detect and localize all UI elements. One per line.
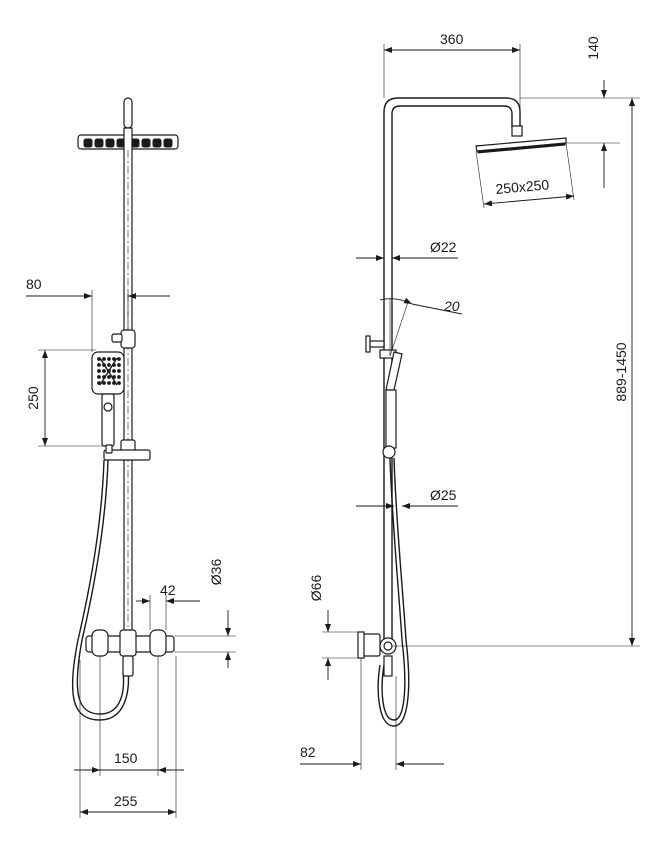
dim-side-head-height: 140	[585, 36, 601, 60]
front-mixer-right-knob	[149, 629, 167, 657]
front-bracket-hook	[105, 444, 113, 454]
dim-front-inlet-diameter: Ø36	[208, 559, 224, 586]
front-hand-shower-button	[103, 402, 113, 412]
side-holder-knob-arm	[369, 340, 385, 348]
dim-side-height-range: 889-1450	[613, 342, 629, 401]
front-mixer-left-knob	[91, 629, 109, 657]
dim-side-pipe-diameter-bottom: Ø25	[430, 487, 457, 503]
side-slider-knob	[382, 445, 396, 459]
dim-side-angle: 20	[443, 298, 460, 314]
dim-front-hand-shower-height: 250	[25, 386, 41, 410]
side-mixer-wall-plate	[357, 631, 365, 659]
front-mixer-outlet	[122, 655, 134, 677]
side-holder-knob-stem	[365, 335, 371, 353]
side-mixer-outlet-stem	[383, 655, 393, 677]
front-shower-hose	[71, 459, 130, 721]
front-holder-arm	[111, 333, 123, 343]
dim-side-head-size: 250x250	[495, 176, 550, 197]
dim-front-inlet-spacing: 150	[114, 750, 138, 766]
side-rail-inner	[391, 105, 513, 640]
dim-front-inlet-offset: 42	[160, 582, 176, 598]
dim-side-wall-offset: 82	[300, 744, 316, 760]
front-rail-top-cap	[123, 97, 133, 129]
side-mixer-body	[361, 633, 381, 657]
front-hand-shower-holder	[120, 329, 136, 349]
side-shower-hose	[381, 457, 406, 721]
side-hand-shower-handle	[385, 389, 397, 449]
front-mixer-center	[119, 629, 137, 657]
dim-side-mixer-diameter: Ø66	[308, 575, 324, 602]
dim-front-hand-shower-width: 80	[26, 276, 42, 292]
front-hand-shower-handle	[101, 393, 115, 447]
front-head-shower-nozzles	[83, 138, 173, 148]
side-rail-outer	[383, 97, 521, 640]
front-hand-shower-nozzles	[97, 357, 121, 386]
dim-side-arm-reach: 360	[440, 31, 464, 47]
dim-front-total-width: 255	[114, 793, 138, 809]
front-view: 80 250 42 Ø36 150 255	[25, 97, 236, 818]
dim-side-pipe-diameter-top: Ø22	[430, 239, 457, 255]
side-head-connector	[511, 125, 523, 137]
front-rail-bracket	[103, 449, 151, 461]
side-head-shower	[475, 137, 567, 154]
side-view: 360 140 250x250 Ø22 20 889-1450 Ø25	[300, 31, 640, 770]
